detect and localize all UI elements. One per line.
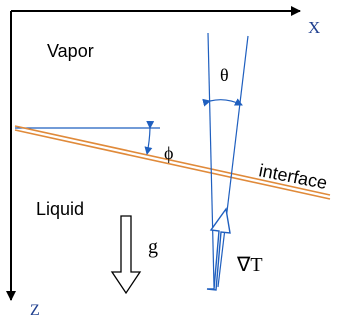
gravity-label: g [148,236,158,258]
interface-label: interface [257,160,329,193]
temperature-gradient-label: ∇T [236,254,263,276]
liquid-label: Liquid [36,199,84,219]
theta-label: θ [220,65,229,85]
theta-angle-arc [202,98,243,107]
gravity-arrow [110,215,142,295]
vapor-label: Vapor [47,41,94,61]
z-axis-label: Z [30,302,40,319]
tilted-normal-line [217,35,249,288]
phi-label: ϕ [164,143,173,163]
interface-line-lower [14,129,331,200]
phi-angle-arc [144,120,155,155]
temperature-gradient-arrow [206,207,231,291]
x-axis-label: X [308,18,320,37]
vertical-reference-line [207,32,215,288]
interface-line-upper [14,125,331,196]
